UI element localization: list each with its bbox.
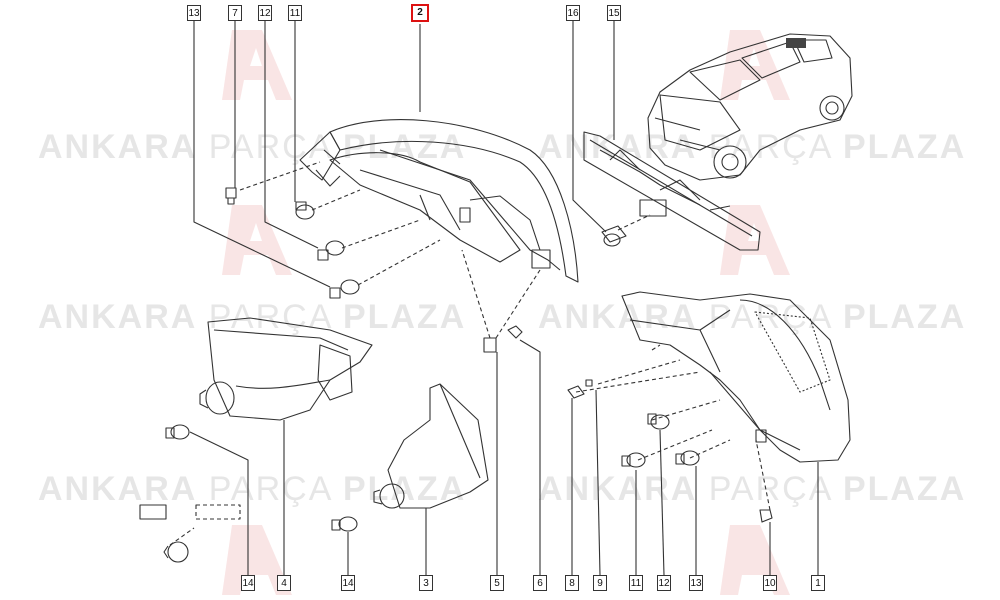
callout-10: 10 [763, 575, 777, 591]
callout-6: 6 [533, 575, 547, 591]
callout-14: 14 [241, 575, 255, 591]
right-rear-lamp [621, 291, 851, 463]
callout-2-highlighted: 2 [411, 4, 429, 22]
callout-7: 7 [228, 5, 242, 21]
leader-lines [189, 19, 819, 576]
bulbs-bottom-left [139, 424, 358, 563]
callout-1: 1 [811, 575, 825, 591]
car-illustration [647, 33, 853, 181]
callout-13: 13 [187, 5, 201, 21]
dashed-guides [169, 161, 771, 546]
callout-13: 13 [689, 575, 703, 591]
bulbs-top-left [225, 187, 360, 299]
callout-11: 11 [288, 5, 302, 21]
side-repeater-lamp [373, 383, 489, 509]
rear-lamp-assembly [299, 119, 579, 283]
bulbs-right [567, 379, 773, 523]
clips [483, 325, 523, 353]
callout-12: 12 [657, 575, 671, 591]
callout-5: 5 [490, 575, 504, 591]
callout-16: 16 [566, 5, 580, 21]
brake-light-bar [583, 131, 761, 251]
callout-15: 15 [607, 5, 621, 21]
callout-8: 8 [565, 575, 579, 591]
callout-11: 11 [629, 575, 643, 591]
callout-4: 4 [277, 575, 291, 591]
bulb-16 [601, 225, 627, 247]
callout-9: 9 [593, 575, 607, 591]
front-indicator-lamp [199, 317, 373, 421]
callout-3: 3 [419, 575, 433, 591]
callout-12: 12 [258, 5, 272, 21]
callout-14: 14 [341, 575, 355, 591]
